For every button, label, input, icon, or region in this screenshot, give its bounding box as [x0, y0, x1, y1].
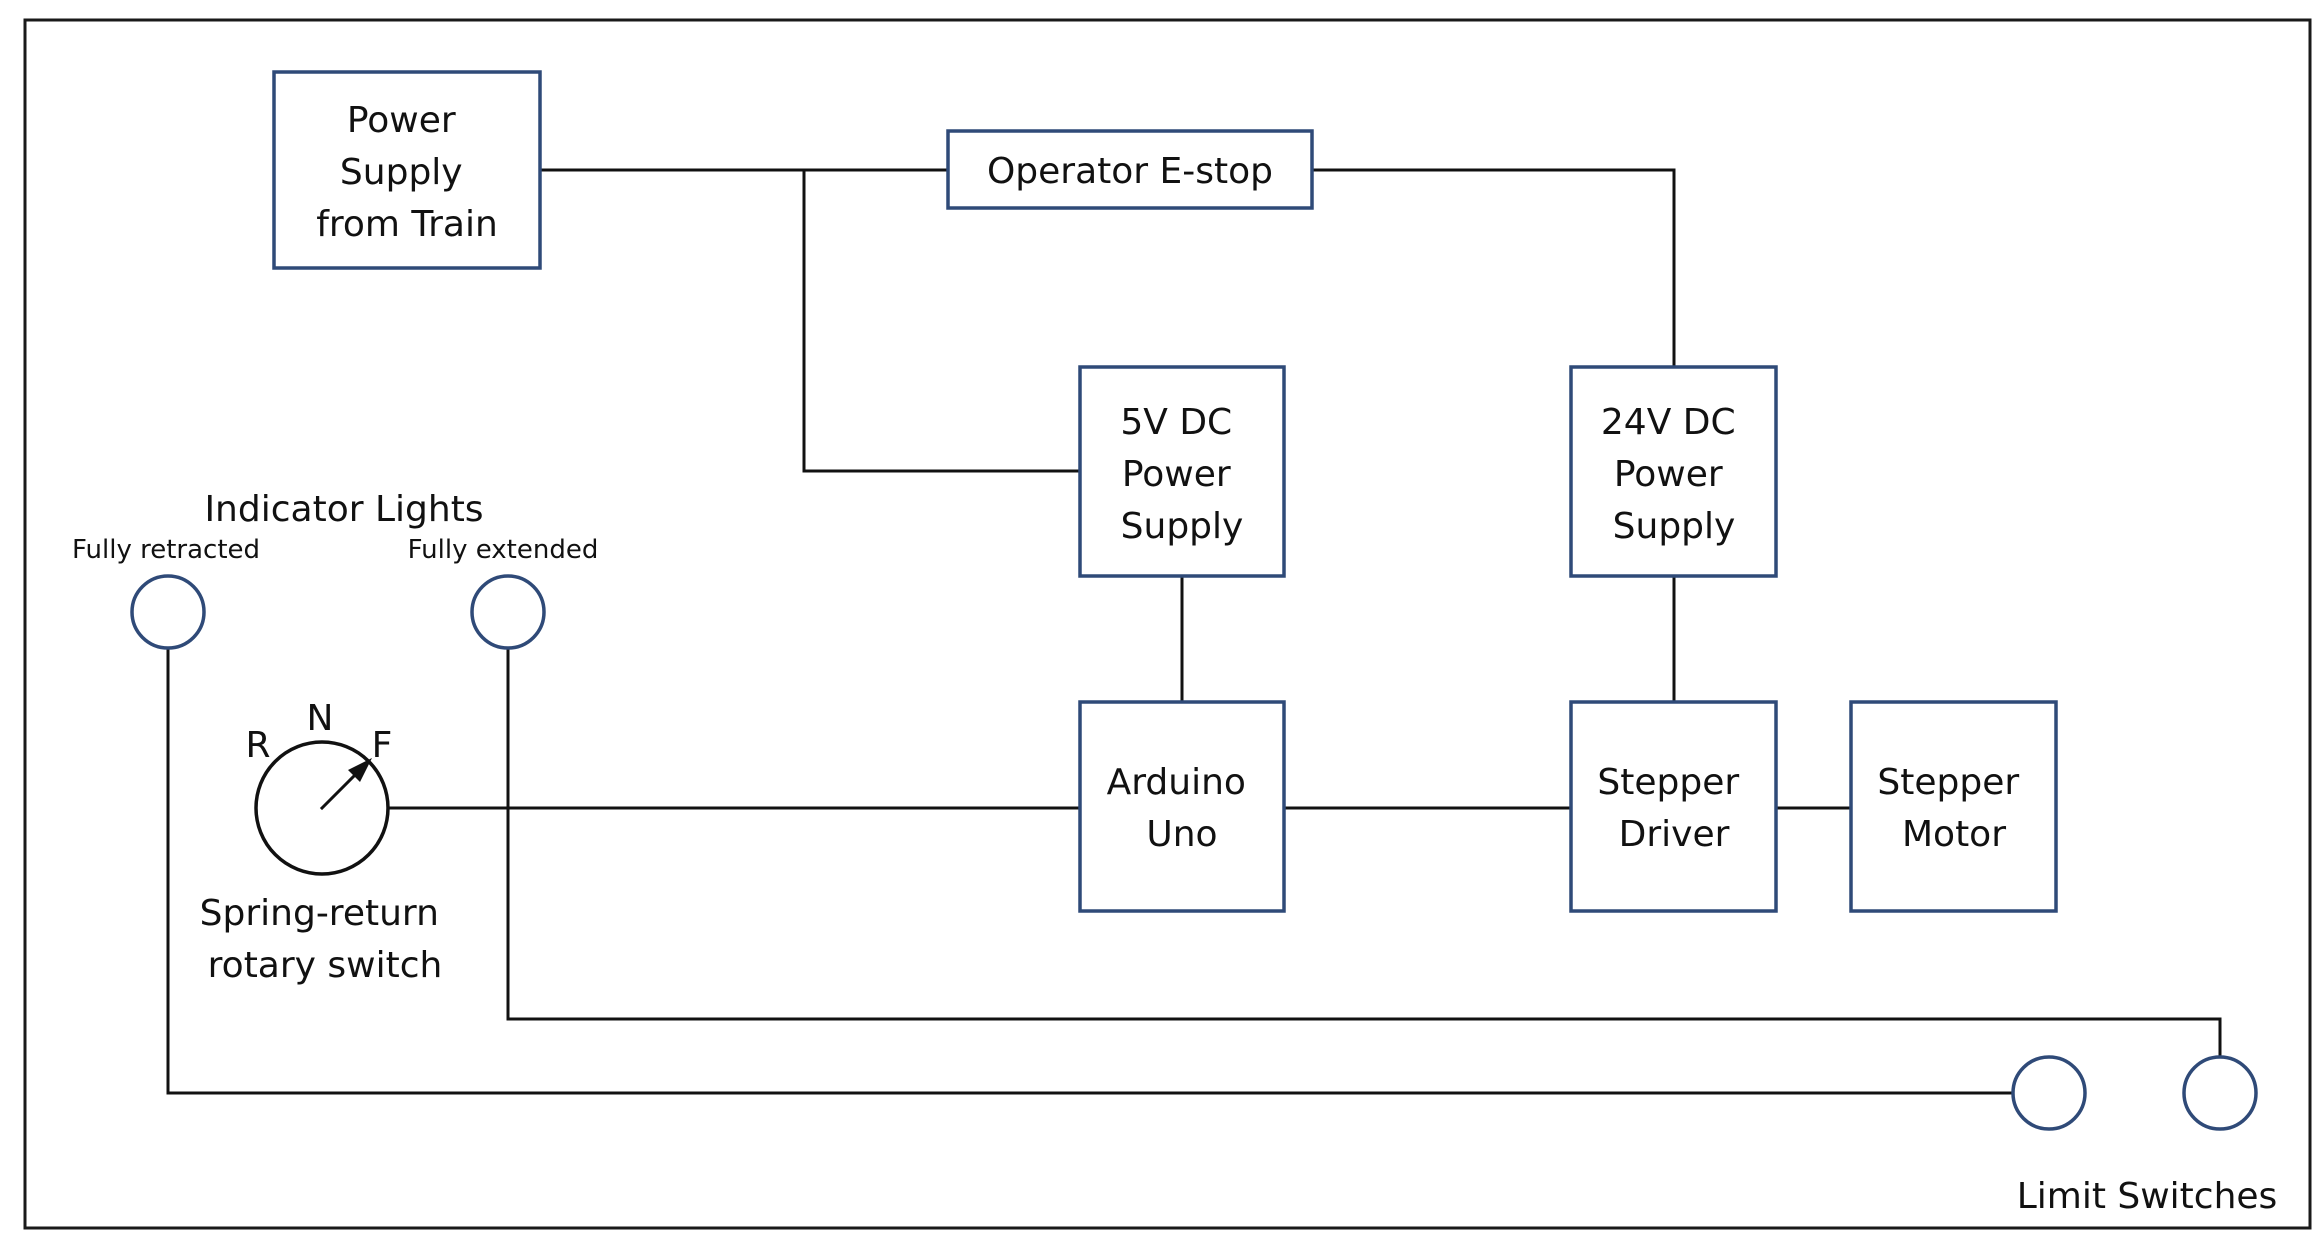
- psu-5v-box: [1078, 365, 1286, 578]
- power-supply-train-box: [272, 70, 542, 270]
- indicator-lights-title: Indicator Lights: [204, 489, 483, 530]
- rotary-switch-pointer-arrow-icon: [348, 758, 372, 782]
- limit-switch-extended: [2182, 1055, 2258, 1131]
- rotary-switch-label: Spring-return rotary switch: [200, 893, 451, 986]
- limit-switch-retracted: [2011, 1055, 2087, 1131]
- psu-24v-label: 24V DC Power Supply: [1601, 402, 1747, 547]
- fully-retracted-label: Fully retracted: [72, 535, 260, 565]
- stepper-driver-label: Stepper Driver: [1597, 762, 1750, 855]
- stepper-motor-label: Stepper Motor: [1877, 762, 2030, 855]
- wire-retracted-light-to-limit: [166, 646, 2015, 1095]
- arduino-box: [1078, 700, 1286, 913]
- fully-extended-label: Fully extended: [408, 535, 599, 565]
- rotary-switch: [254, 740, 390, 876]
- wiring: [166, 168, 2222, 1095]
- arduino-label: Arduino Uno: [1107, 762, 1258, 855]
- stepper-driver-box: [1569, 700, 1778, 913]
- psu-24v-box: [1569, 365, 1778, 578]
- operator-estop-box: [946, 129, 1314, 210]
- switch-position-n: N: [307, 698, 334, 739]
- psu-5v-label: 5V DC Power Supply: [1120, 402, 1243, 547]
- limit-switches-label: Limit Switches: [2017, 1176, 2278, 1217]
- switch-position-r: R: [245, 725, 270, 766]
- retracted-indicator-light: [130, 574, 206, 650]
- wire-extended-light-to-limit: [506, 646, 2222, 1056]
- rotary-switch-pointer: [319, 769, 361, 811]
- power-supply-train-label: Power Supply from Train: [316, 100, 498, 245]
- switch-position-f: F: [372, 725, 393, 766]
- operator-estop-label: Operator E-stop: [987, 151, 1273, 192]
- extended-indicator-light: [470, 574, 546, 650]
- stepper-motor-box: [1849, 700, 2058, 913]
